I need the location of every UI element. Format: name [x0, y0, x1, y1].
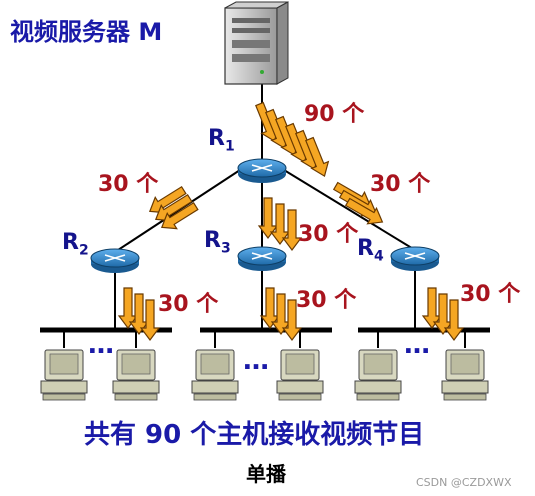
router-r4-icon [390, 246, 440, 271]
host-pc-icon [441, 349, 489, 401]
ellipsis-lan-middle: … [243, 346, 269, 376]
flow-label-r1-r4: 30 个 [370, 172, 431, 197]
flow-label-r1-r2: 30 个 [98, 172, 159, 197]
flow-label-r1-r3: 30 个 [298, 222, 359, 247]
router-r4-label: R4 [357, 236, 384, 265]
host-pc-icon [40, 349, 88, 401]
arrows-r1-to-r3 [258, 197, 302, 251]
router-r2-icon [90, 248, 140, 273]
server-icon [224, 1, 289, 85]
router-r3-label: R3 [204, 228, 231, 257]
host-pc-icon [276, 349, 324, 401]
flow-label-r3-lan: 30 个 [296, 288, 357, 313]
host-pc-icon [112, 349, 160, 401]
subcaption: 单播 [246, 462, 286, 486]
router-r1-icon [237, 158, 287, 183]
flow-label-r2-lan: 30 个 [158, 292, 219, 317]
flow-label-r4-lan: 30 个 [460, 282, 521, 307]
links [114, 82, 416, 330]
ellipsis-lan-left: … [88, 330, 114, 360]
flow-label-server-r1: 90 个 [304, 102, 365, 127]
router-r2-label: R2 [62, 230, 89, 259]
router-r3-icon [237, 246, 287, 271]
host-pc-icon [191, 349, 239, 401]
server-title: 视频服务器 M [10, 18, 163, 46]
pc-drops [63, 330, 466, 348]
watermark: CSDN @CZDXWX [416, 476, 512, 489]
caption: 共有 90 个主机接收视频节目 [84, 420, 425, 450]
router-r1-label: R1 [208, 126, 235, 155]
ellipsis-lan-right: … [404, 330, 430, 360]
host-pc-icon [354, 349, 402, 401]
link-r1-r4 [283, 169, 416, 251]
